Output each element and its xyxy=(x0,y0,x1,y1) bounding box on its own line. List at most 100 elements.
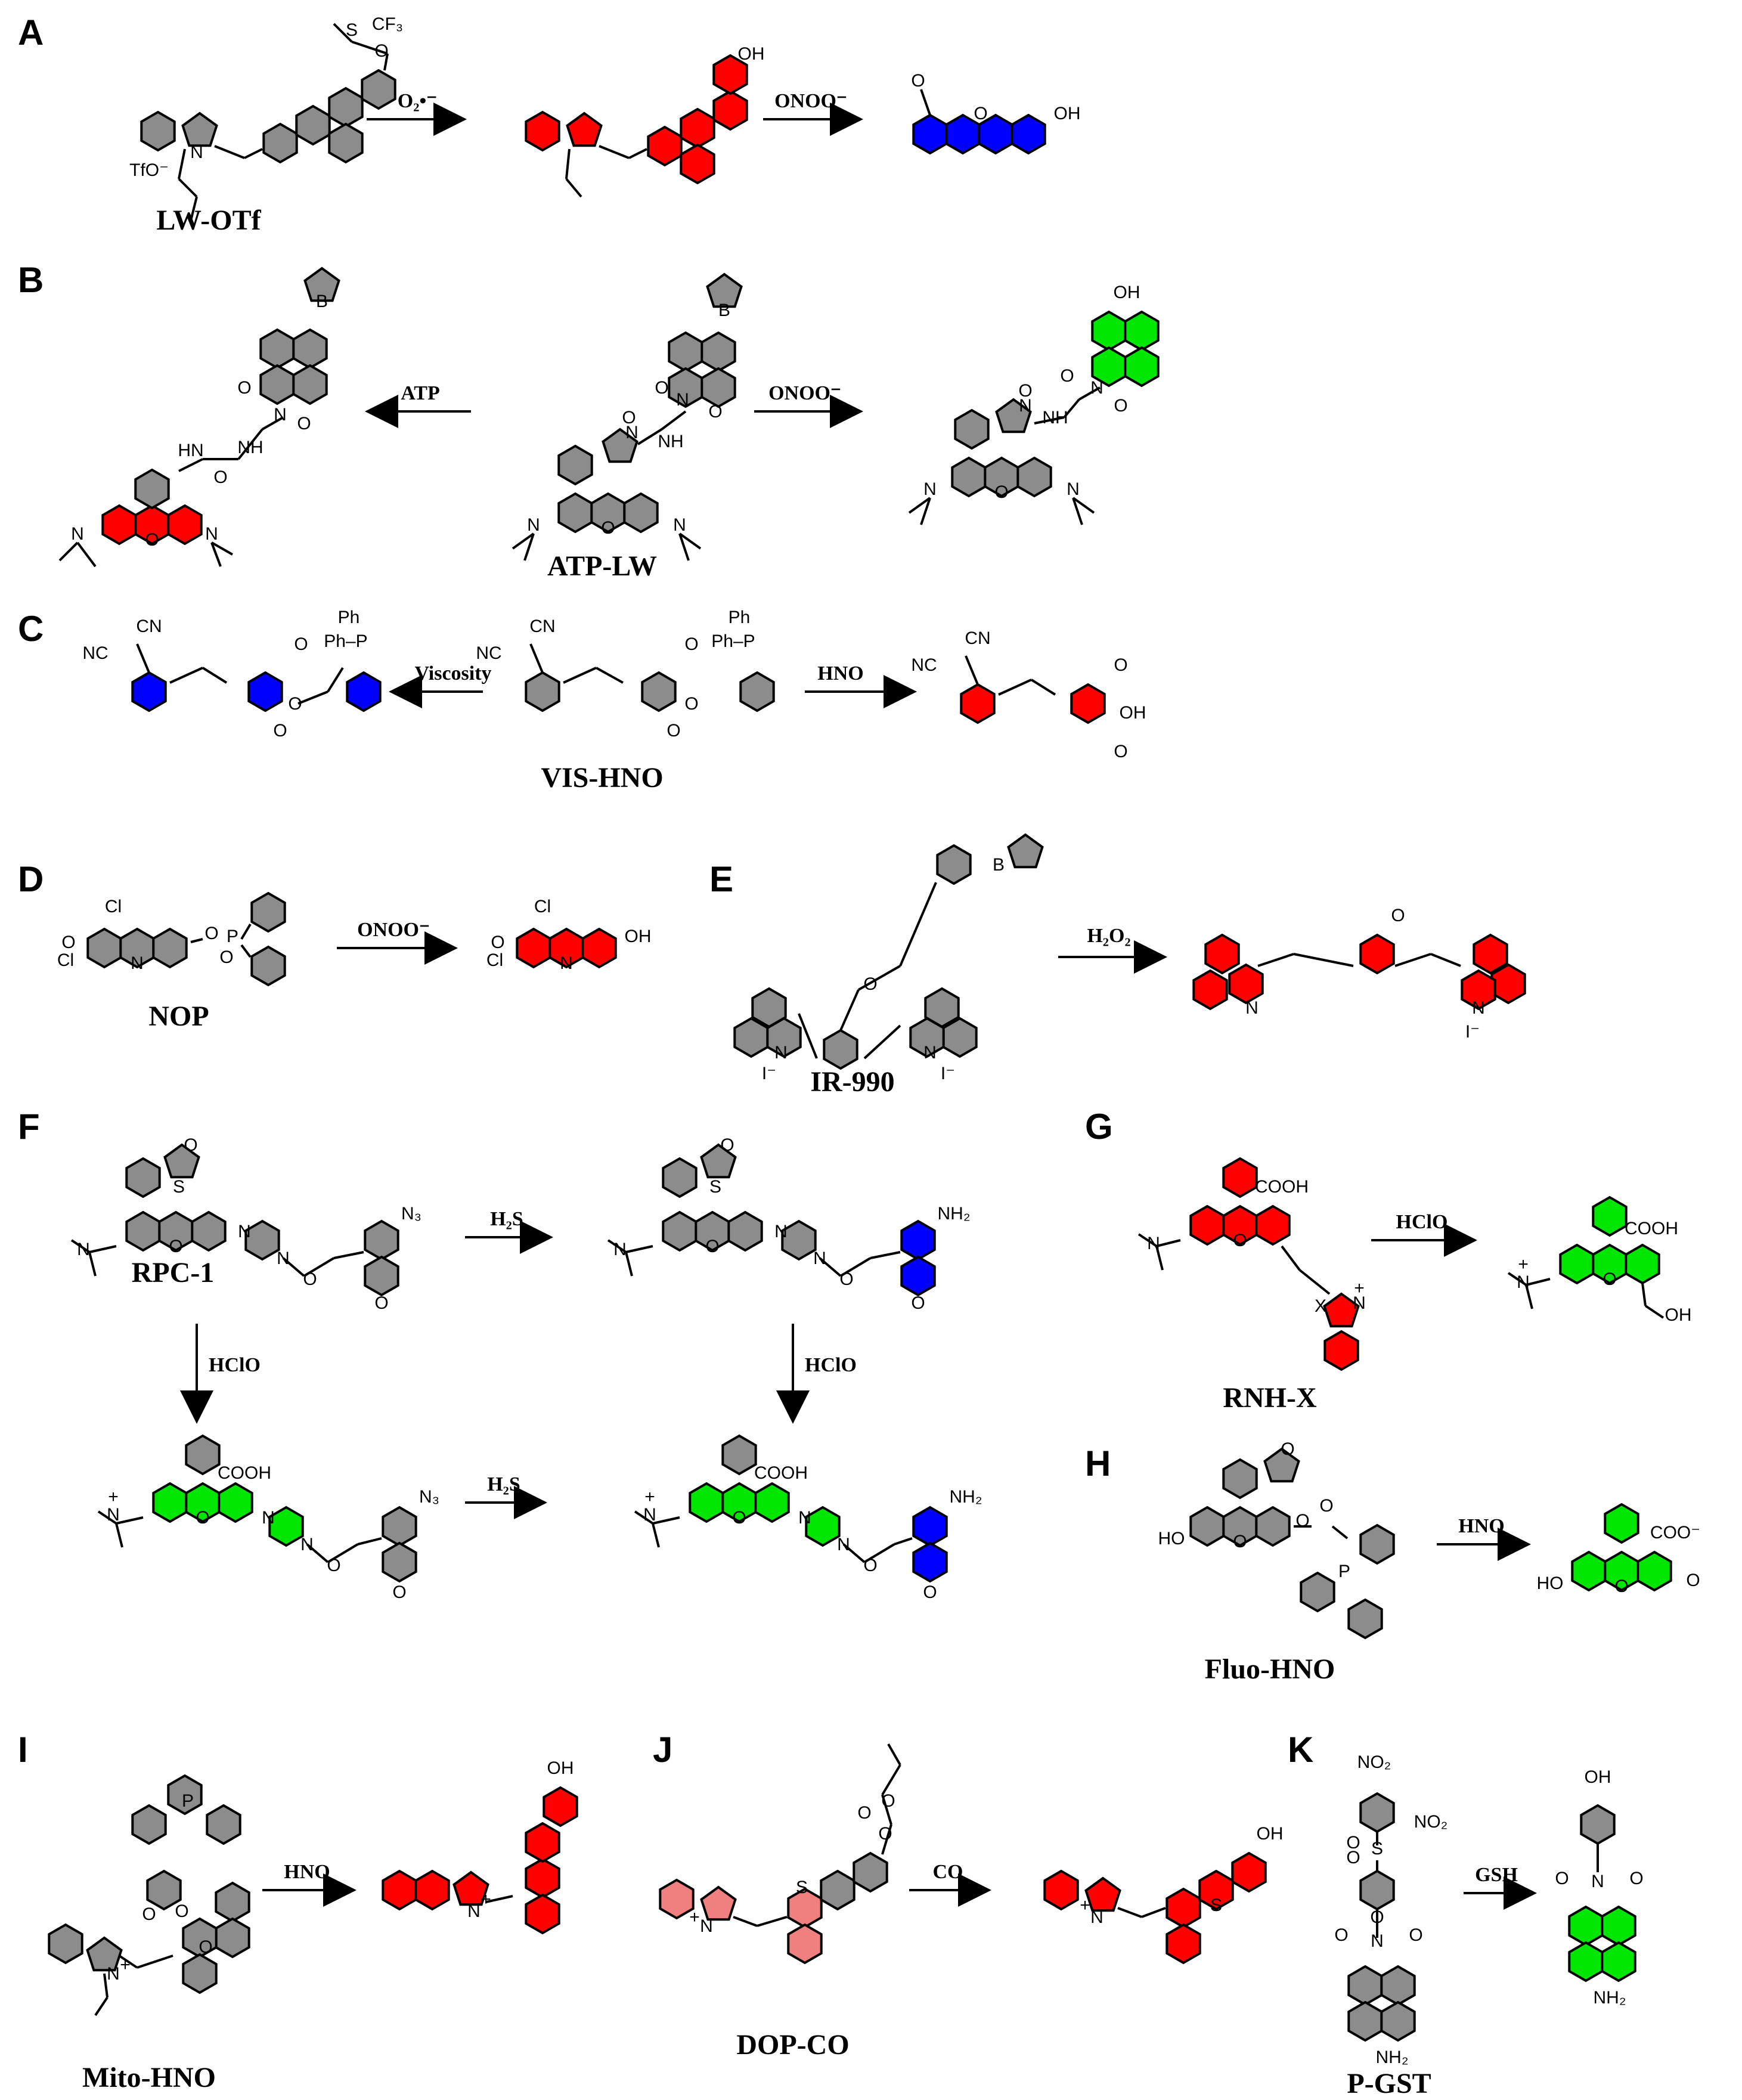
atom-o-b5: O xyxy=(622,408,636,428)
atom-o-k6: O xyxy=(1555,1869,1569,1888)
ring-68 xyxy=(942,1017,978,1058)
bond xyxy=(1526,1278,1551,1286)
bond xyxy=(58,541,79,562)
atom-o-d3: O xyxy=(219,947,233,967)
bond xyxy=(757,1916,788,1927)
atom-o-f1: O xyxy=(184,1135,197,1155)
bond xyxy=(839,1257,872,1277)
atom-o-b3: O xyxy=(213,467,227,487)
atom-n-b6: N xyxy=(527,515,540,535)
atom-o-f6: O xyxy=(705,1237,719,1256)
bond xyxy=(565,148,571,179)
ring-99 xyxy=(268,1506,304,1547)
atom-cooh-g1: COOH xyxy=(1255,1177,1309,1197)
ring-88 xyxy=(700,1143,737,1179)
atom-n-d1: N xyxy=(131,953,144,973)
atom-o-f9: O xyxy=(196,1508,209,1528)
atom-o-i2: O xyxy=(175,1901,188,1921)
atom-p-i1: P xyxy=(182,1791,194,1811)
reagent-c-1: Viscosity xyxy=(414,662,491,684)
atom-php-c2: Ph–P xyxy=(711,631,755,651)
bond xyxy=(625,1252,633,1277)
bond xyxy=(211,541,233,556)
ring-140 xyxy=(86,1936,123,1972)
atom-n-b10: N xyxy=(923,479,937,499)
ring-19 xyxy=(101,504,137,546)
ring-7 xyxy=(328,122,364,164)
bond xyxy=(94,1996,109,2017)
bond xyxy=(333,1251,364,1259)
ring-15 xyxy=(912,113,948,155)
bond xyxy=(998,679,1032,696)
bond xyxy=(137,1955,173,1969)
ring-132 xyxy=(131,1804,167,1845)
atom-ph-c2: Ph xyxy=(729,608,751,627)
ring-168 xyxy=(1601,1905,1636,1947)
atom-n-b1: N xyxy=(274,405,287,425)
ring-169 xyxy=(1568,1941,1604,1983)
ring-75 xyxy=(1192,969,1228,1011)
panel-label-i: I xyxy=(18,1730,28,1770)
reagent-f-1: H₂S xyxy=(490,1208,523,1230)
bond xyxy=(529,643,544,673)
bond xyxy=(178,178,198,198)
atom-nh2-k2: NH₂ xyxy=(1594,1988,1626,2008)
bond xyxy=(240,923,252,940)
atom-ph-c1: Ph xyxy=(338,608,360,627)
ring-139 xyxy=(48,1923,83,1965)
atom-n-b9: N xyxy=(1019,396,1032,416)
ring-154 xyxy=(1043,1869,1079,1911)
ring-103 xyxy=(689,1482,724,1523)
atom-o-h5: O xyxy=(1614,1576,1628,1596)
ring-164 xyxy=(1347,2000,1383,2042)
ring-119 xyxy=(1222,1458,1258,1500)
atom-cn-c1: CN xyxy=(136,617,162,636)
atom-oh-g1: OH xyxy=(1665,1305,1692,1325)
panel-label-a: A xyxy=(18,13,44,52)
atom-cl-d4: Cl xyxy=(486,950,503,970)
reagent-a-2: ONOO⁻ xyxy=(774,90,847,112)
ring-28 xyxy=(557,444,593,486)
ring-27 xyxy=(303,267,340,302)
ring-151 xyxy=(787,1923,823,1965)
bond xyxy=(97,1510,117,1525)
atom-o-k2: O xyxy=(1346,1848,1360,1867)
ring-141 xyxy=(382,1869,417,1911)
atom-o-h1: O xyxy=(1281,1439,1294,1459)
bond xyxy=(103,1973,109,1998)
ring-73 xyxy=(1204,933,1240,975)
ring-84 xyxy=(244,1219,280,1261)
ring-71 xyxy=(1007,833,1044,869)
ring-layer xyxy=(48,54,1672,2042)
atom-oh-i1: OH xyxy=(547,1758,574,1778)
arrow-layer xyxy=(180,103,1537,1910)
panel-label-e: E xyxy=(709,859,733,899)
atom-o-c5: O xyxy=(667,721,680,741)
atom-o-h4: O xyxy=(1319,1496,1333,1516)
atom-n-f4: N xyxy=(613,1240,627,1259)
atom-o-b9: O xyxy=(1060,366,1074,386)
ring-57 xyxy=(152,927,188,969)
bond xyxy=(327,667,344,693)
atom-oh-c1: OH xyxy=(1120,703,1146,723)
atom-n-b5: N xyxy=(676,390,689,410)
ring-136 xyxy=(215,1917,250,1959)
bond xyxy=(881,1824,892,1855)
ring-83 xyxy=(191,1210,227,1252)
atom-o-k1: O xyxy=(1346,1833,1360,1853)
atom-o-b2: O xyxy=(297,414,311,433)
bond xyxy=(512,532,535,550)
ring-13 xyxy=(680,143,715,185)
ring-77 xyxy=(1490,963,1526,1005)
ring-130 xyxy=(1636,1550,1672,1592)
bond xyxy=(678,533,690,561)
atom-n-i2: N xyxy=(467,1901,481,1921)
bond xyxy=(678,532,702,550)
bond xyxy=(485,1895,513,1903)
ring-92 xyxy=(781,1219,817,1261)
atom-o-f8: O xyxy=(911,1293,925,1313)
ring-134 xyxy=(146,1869,182,1911)
ring-163 xyxy=(1380,1965,1416,2006)
atom-o-c7: O xyxy=(1114,655,1127,675)
bond xyxy=(136,643,150,673)
